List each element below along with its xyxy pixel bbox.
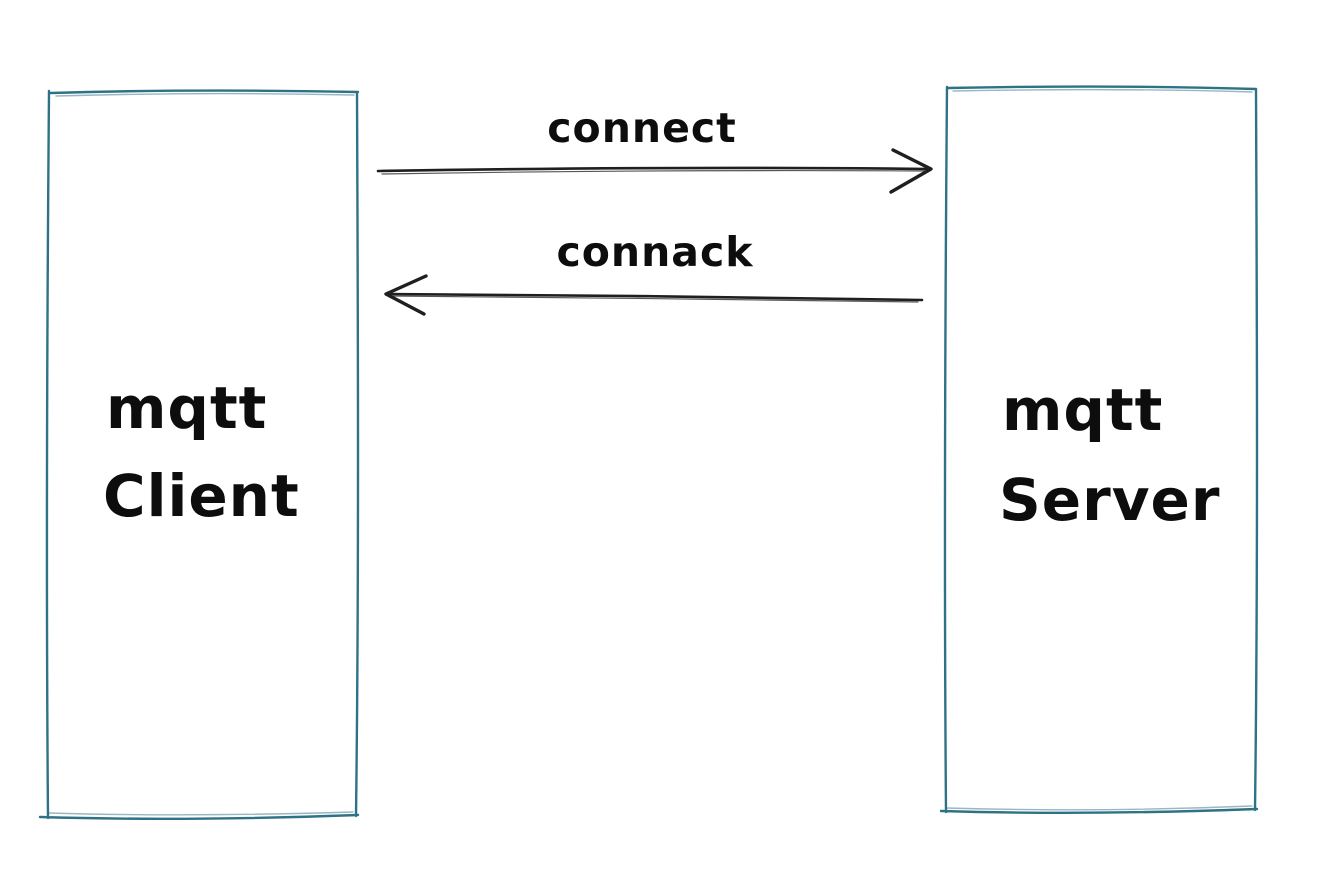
connect-arrow-line [376,166,932,173]
message-connect: connect [376,104,933,194]
connack-arrow-line-sketch [390,295,919,303]
connect-arrowhead-icon [889,148,933,194]
server-label-line1: mqtt [1002,376,1163,444]
connect-label: connect [547,104,737,152]
connack-arrowhead-icon [384,274,428,316]
client-actor-box [38,89,360,820]
client-actor: mqtt Client [38,89,360,820]
server-actor-box [939,85,1259,814]
connack-arrow-line [385,292,924,302]
server-actor-box-sketch [945,88,1253,811]
client-actor-box-sketch [47,92,355,816]
client-label-line1: mqtt [106,374,267,442]
connack-label: connack [556,228,754,276]
server-actor: mqtt Server [939,85,1259,814]
server-label-line2: Server [999,466,1220,534]
connect-arrow-line-sketch [381,170,927,175]
client-label-line2: Client [103,462,300,530]
message-connack: connack [384,228,924,316]
